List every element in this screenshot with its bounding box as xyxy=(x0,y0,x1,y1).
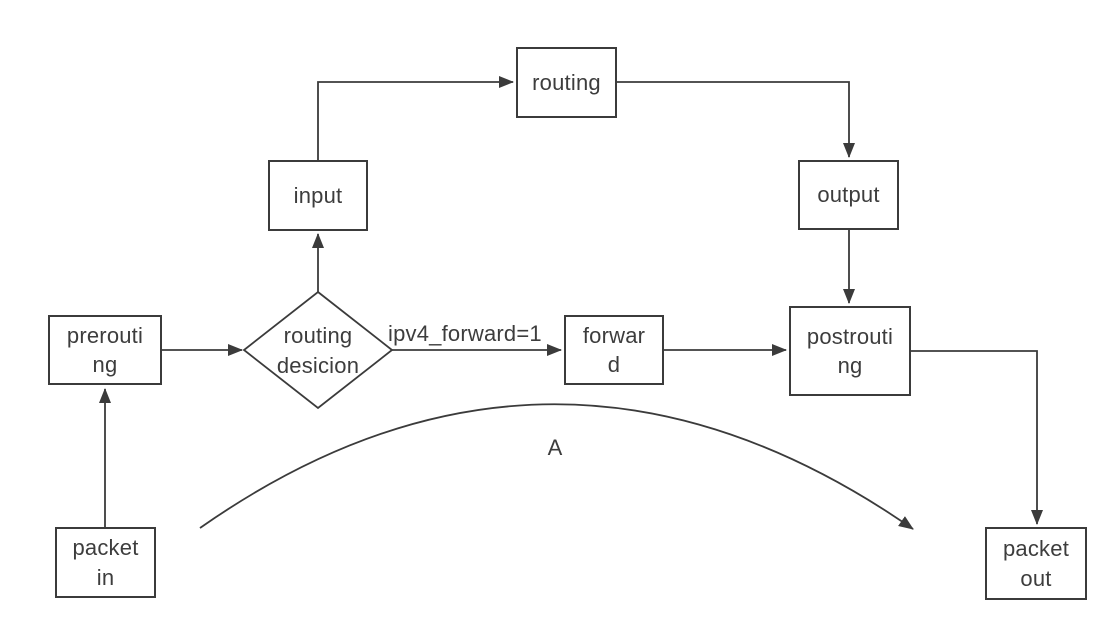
edge-label-a: A xyxy=(547,435,563,460)
node-routing: routing xyxy=(516,47,617,118)
edge-input-to-routing xyxy=(317,76,514,160)
routing-decision-label: routing desicion xyxy=(276,323,360,378)
edge-label-ipv4-forward: ipv4_forward=1 xyxy=(388,321,542,346)
node-output: output xyxy=(798,160,899,230)
node-prerouting: prerouti ng xyxy=(48,315,162,385)
edge-routing-to-output xyxy=(617,81,855,158)
node-packet-out: packet out xyxy=(985,527,1087,600)
routing-decision-diamond xyxy=(242,290,394,410)
node-postrouting: postrouti ng xyxy=(789,306,911,396)
edge-postrouting-to-packetout xyxy=(911,350,1043,525)
node-input: input xyxy=(268,160,368,231)
edge-arc-a xyxy=(199,403,914,530)
node-forward: forwar d xyxy=(564,315,664,385)
node-packet-in: packet in xyxy=(55,527,156,598)
